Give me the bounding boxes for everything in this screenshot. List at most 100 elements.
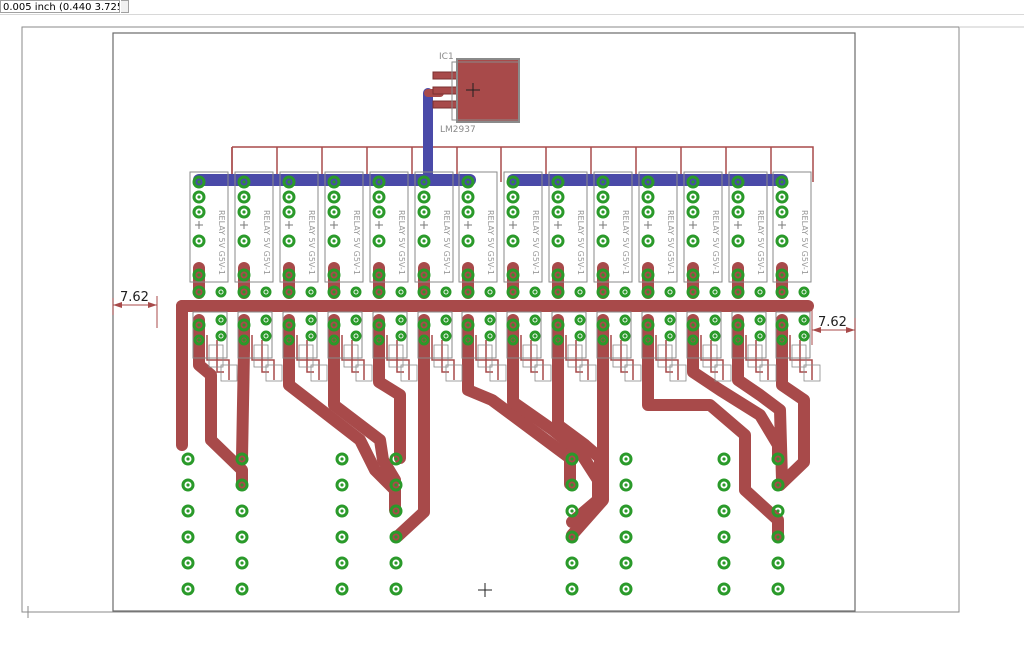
- pad: [461, 268, 475, 282]
- pad-drill: [646, 338, 650, 342]
- pad-drill: [570, 483, 574, 487]
- led-pad: [260, 314, 272, 326]
- pad: [237, 190, 251, 204]
- led-pad: [664, 314, 676, 326]
- pad-drill: [533, 290, 537, 294]
- header-pad: [619, 478, 633, 492]
- pad: [551, 205, 565, 219]
- pad-drill: [377, 323, 381, 327]
- pad: [641, 175, 655, 189]
- status-bar-handle[interactable]: [121, 0, 129, 13]
- pad-drill: [736, 323, 740, 327]
- led-pad: [350, 330, 362, 342]
- pad: [417, 285, 431, 299]
- pad: [282, 318, 296, 332]
- led-pad: [709, 330, 721, 342]
- pad-drill: [242, 239, 246, 243]
- pad-drill: [601, 195, 605, 199]
- transistor-outline: [445, 364, 463, 382]
- header-pad: [771, 452, 785, 466]
- pad-drill: [776, 561, 780, 565]
- resistor-outline: [522, 344, 538, 368]
- pad-drill: [394, 509, 398, 513]
- pad-drill: [556, 210, 560, 214]
- pad-drill: [722, 561, 726, 565]
- pad: [327, 318, 341, 332]
- dimension-right: 7.62: [811, 310, 856, 345]
- pad: [686, 205, 700, 219]
- header-pad: [181, 556, 195, 570]
- pad: [551, 268, 565, 282]
- ic1-regulator[interactable]: IC1 LM2937: [432, 52, 520, 135]
- relay-body-outline: [279, 171, 319, 283]
- pad-drill: [570, 587, 574, 591]
- pad-drill: [340, 561, 344, 565]
- pad-drill: [240, 587, 244, 591]
- dimension-right-value: 7.62: [818, 315, 847, 330]
- pad: [506, 190, 520, 204]
- header-pad: [389, 504, 403, 518]
- pad-drill: [668, 318, 672, 322]
- relay-label: RELAY 5V G5V-1: [486, 210, 495, 275]
- pad-drill: [377, 290, 381, 294]
- pad: [731, 190, 745, 204]
- snubber-trace: [565, 335, 589, 380]
- relay-label: RELAY 5V G5V-1: [711, 210, 720, 275]
- pad-drill: [377, 338, 381, 342]
- transistor-outline: [534, 364, 552, 382]
- pad-drill: [601, 273, 605, 277]
- pad-drill: [242, 210, 246, 214]
- pad: [461, 190, 475, 204]
- relay-body-outline: [234, 171, 274, 283]
- pad-drill: [399, 318, 403, 322]
- pad-drill: [197, 210, 201, 214]
- resistor-outline: [343, 344, 359, 368]
- pad: [192, 190, 206, 204]
- header-pad: [565, 556, 579, 570]
- pad-drill: [309, 290, 313, 294]
- dimension-left: 7.62: [112, 290, 158, 328]
- pcb-canvas[interactable]: RELAY 5V G5V-1 RELAY 5V G5V-1 RELAY 5V G5V…: [0, 15, 1024, 644]
- transistor-outline: [489, 364, 507, 382]
- snubber-trace: [655, 335, 679, 380]
- pad-drill: [466, 239, 470, 243]
- pad: [686, 285, 700, 299]
- pad: [506, 234, 520, 248]
- pad-drill: [186, 509, 190, 513]
- pad-drill: [332, 290, 336, 294]
- relay-driver-outline: [327, 311, 363, 359]
- led-pad: [395, 286, 407, 298]
- relay-driver-outline: [686, 311, 722, 359]
- pad-drill: [646, 273, 650, 277]
- pad: [417, 268, 431, 282]
- resistor-outline: [747, 344, 763, 368]
- pad-drill: [240, 535, 244, 539]
- pad: [327, 234, 341, 248]
- header-pad: [619, 530, 633, 544]
- pad-drill: [186, 587, 190, 591]
- driver-pad: [507, 334, 519, 346]
- pad-drill: [736, 180, 740, 184]
- snubber-trace: [386, 335, 410, 380]
- pad: [282, 268, 296, 282]
- pad-drill: [197, 323, 201, 327]
- pad-drill: [394, 483, 398, 487]
- driver-pad: [283, 334, 295, 346]
- pad-drill: [219, 290, 223, 294]
- relay-driver-outline: [551, 311, 587, 359]
- ic1-name-label: IC1: [439, 52, 454, 62]
- header-pad: [335, 530, 349, 544]
- header-pad: [181, 530, 195, 544]
- pad-drill: [556, 239, 560, 243]
- header-pad: [389, 452, 403, 466]
- pad-drill: [533, 334, 537, 338]
- output-route: [236, 344, 250, 464]
- ic1-pin-3: [432, 100, 458, 109]
- relay-label: RELAY 5V G5V-1: [262, 210, 271, 275]
- pcb-drawing[interactable]: RELAY 5V G5V-1 RELAY 5V G5V-1 RELAY 5V G5V…: [0, 15, 1024, 644]
- pad-drill: [713, 290, 717, 294]
- pad-drill: [624, 561, 628, 565]
- led-pad: [260, 330, 272, 342]
- resistor-outline: [657, 344, 673, 368]
- pad-drill: [354, 290, 358, 294]
